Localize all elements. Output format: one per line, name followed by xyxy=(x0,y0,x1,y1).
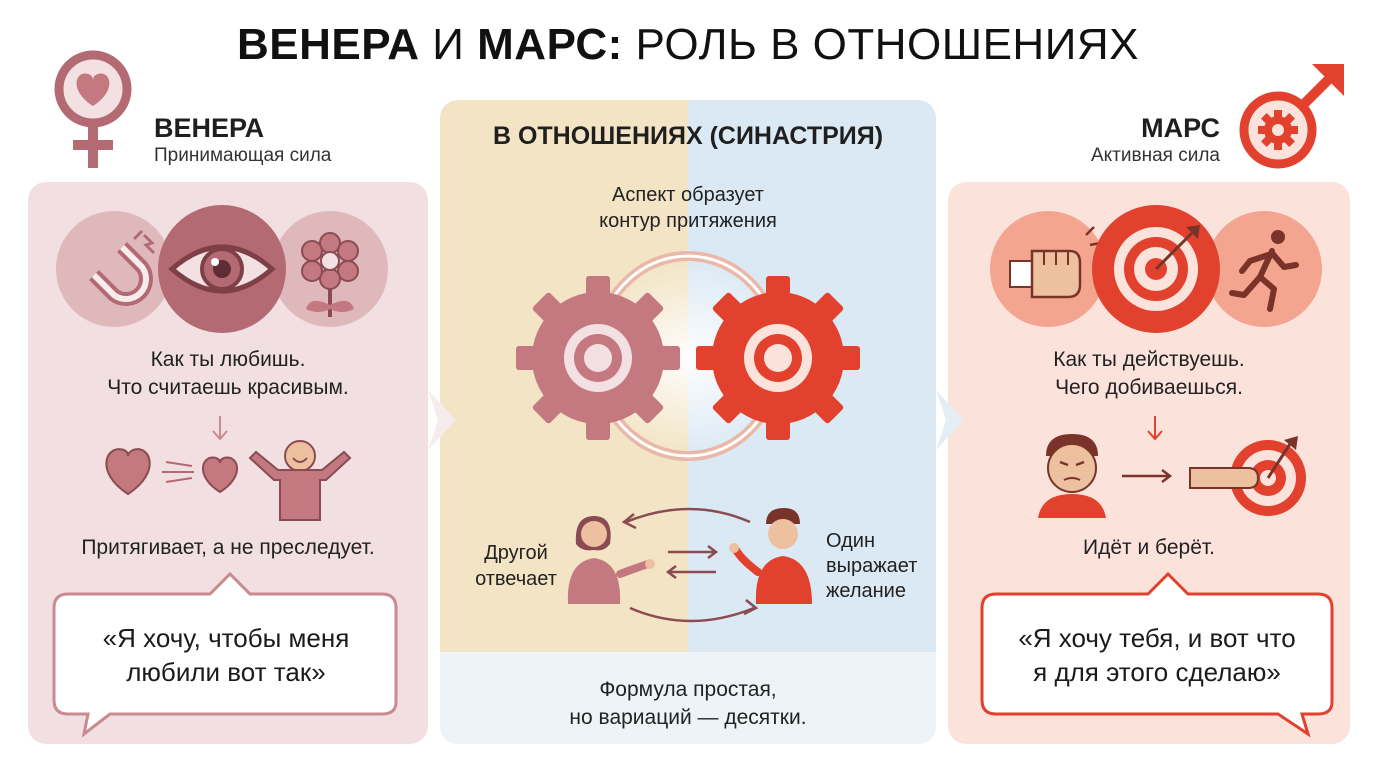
exchange-diagram xyxy=(567,507,812,623)
venus-icon-row xyxy=(56,205,388,333)
mars-heading: МАРС xyxy=(1141,113,1220,143)
title-mars: МАРС: xyxy=(477,20,623,69)
eye-icon xyxy=(168,244,276,294)
running-person-icon xyxy=(1229,230,1299,312)
fist-icon xyxy=(1009,226,1101,299)
venus-line2: Что считаешь красивым. xyxy=(107,376,349,399)
venus-subtitle: Принимающая сила xyxy=(154,145,332,166)
happy-person-icon xyxy=(248,440,352,521)
one-expresses-line2: выражает xyxy=(826,555,918,577)
mars-line1: Как ты действуешь. xyxy=(1053,348,1245,371)
venus-gear-icon xyxy=(516,276,680,440)
determined-man-icon xyxy=(1038,434,1106,518)
chevron-right-icon xyxy=(936,390,964,450)
woman-icon xyxy=(567,516,655,604)
venus-quote-line1: «Я хочу, чтобы меня xyxy=(102,623,350,653)
venus-line1: Как ты любишь. xyxy=(150,348,306,371)
man-icon xyxy=(729,508,812,604)
arrow-down-icon xyxy=(1147,416,1163,441)
target-icon xyxy=(1114,225,1200,311)
formula-line1: Формула простая, xyxy=(599,678,777,701)
mars-icon-row xyxy=(990,205,1322,333)
venus-caption: Притягивает, а не преследует. xyxy=(81,536,375,559)
heart-icon xyxy=(202,456,238,494)
chevron-right-icon xyxy=(428,390,456,450)
mars-line2: Чего добиваешься. xyxy=(1055,376,1243,399)
other-responds-line2: отвечает xyxy=(475,568,557,590)
title-and: И xyxy=(432,20,465,69)
mars-quote-line1: «Я хочу тебя, и вот что xyxy=(1018,623,1296,653)
mars-gear-icon xyxy=(696,276,860,440)
title-venus: ВЕНЕРА xyxy=(237,20,420,69)
aspect-line1: Аспект образует xyxy=(612,184,764,206)
one-expresses-line3: желание xyxy=(826,580,906,602)
aspect-line2: контур притяжения xyxy=(599,210,777,232)
heart-icon xyxy=(105,448,151,496)
goal-pursuit-icon-group xyxy=(1038,434,1306,518)
flower-icon xyxy=(301,232,359,317)
mars-symbol-gear-icon xyxy=(1239,64,1344,169)
other-responds-line1: Другой xyxy=(484,542,548,564)
title-rest: РОЛЬ В ОТНОШЕНИЯХ xyxy=(635,20,1139,69)
venus-speech-bubble xyxy=(52,571,398,738)
venus-quote-line2: любили вот так» xyxy=(126,657,326,687)
arrow-down-icon xyxy=(212,416,228,441)
magnet-icon xyxy=(89,229,156,306)
page-title: ВЕНЕРА И МАРС: РОЛЬ В ОТНОШЕНИЯХ xyxy=(0,20,1376,70)
attraction-icon-group xyxy=(105,440,352,521)
venus-heading: ВЕНЕРА xyxy=(154,113,265,143)
formula-line2: но вариаций — десятки. xyxy=(569,706,807,729)
gears-diagram xyxy=(516,251,860,461)
mars-caption: Идёт и берёт. xyxy=(1083,536,1215,559)
one-expresses-line1: Один xyxy=(826,530,876,552)
synastry-heading: В ОТНОШЕНИЯХ (СИНАСТРИЯ) xyxy=(492,122,884,150)
mars-speech-bubble xyxy=(980,571,1334,738)
hand-target-icon xyxy=(1189,436,1306,516)
venus-symbol-heart-icon xyxy=(54,50,132,168)
mars-subtitle: Активная сила xyxy=(1090,145,1220,166)
mars-quote-line2: я для этого сделаю» xyxy=(1033,657,1281,687)
